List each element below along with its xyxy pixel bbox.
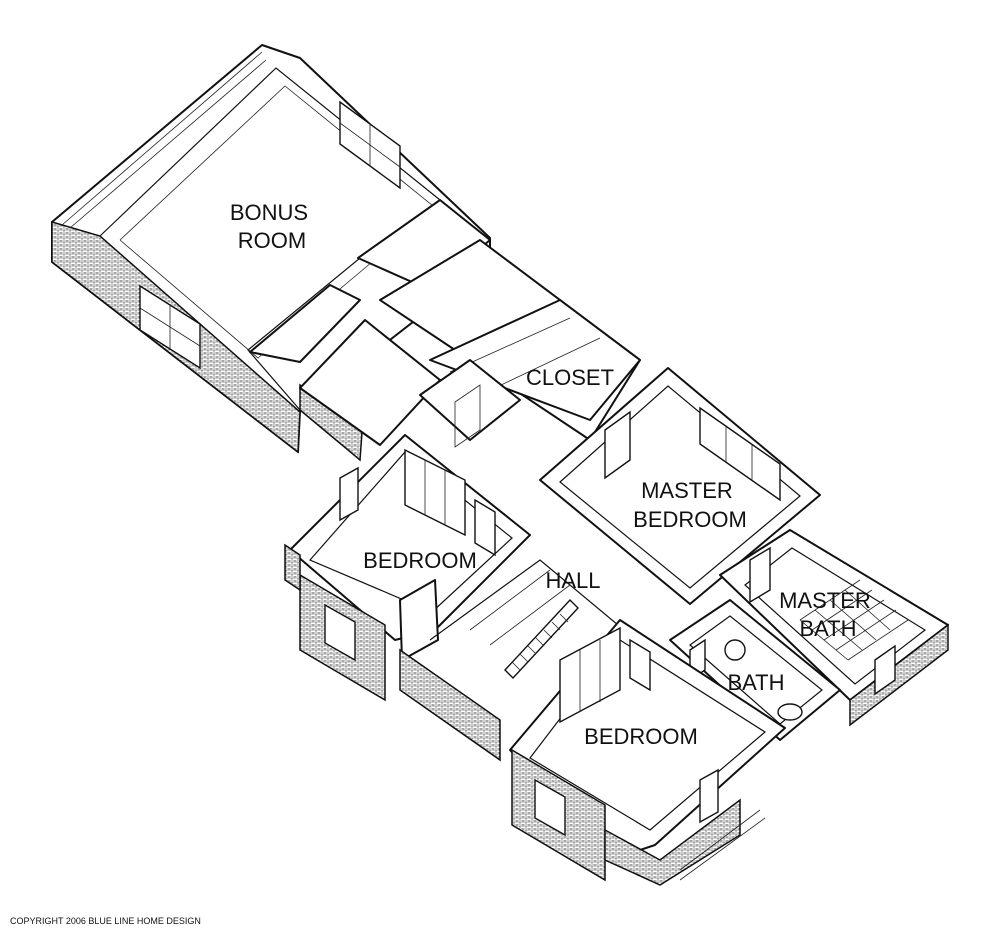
master-bedroom-structure — [539, 367, 821, 605]
bedroom-upper-structure — [284, 434, 531, 702]
master-bedroom-window — [699, 406, 781, 502]
stair-icon — [504, 598, 579, 680]
bonus-room-window-right — [339, 100, 401, 190]
master-bedroom-door — [604, 410, 631, 480]
bedroom-upper-window-front — [324, 603, 356, 662]
bedroom-lower-closet-doors — [559, 626, 651, 724]
room-label-closet: CLOSET — [526, 365, 614, 390]
room-label-bonus-room: BONUS ROOM — [230, 200, 314, 253]
closet-structure — [379, 239, 641, 448]
room-label-bedroom-upper: BEDROOM — [363, 548, 477, 573]
bonus-room-window-left — [139, 284, 201, 370]
room-label-master-bedroom: MASTER BEDROOM — [633, 478, 747, 532]
room-label-bath: BATH — [727, 670, 784, 695]
bedroom-lower-window-side — [699, 768, 719, 824]
bedroom-upper-window-side — [339, 466, 359, 522]
room-label-hall: HALL — [545, 568, 600, 593]
bath-sink-icon — [724, 639, 746, 661]
master-bath-structure — [719, 529, 949, 727]
bedroom-upper-closet-doors — [404, 448, 496, 557]
hall-structure — [399, 559, 661, 762]
bedroom-lower-window-front — [534, 778, 566, 837]
copyright-notice: COPYRIGHT 2006 BLUE LINE HOME DESIGN — [10, 916, 201, 926]
toilet-icon — [777, 703, 803, 721]
room-label-bedroom-lower: BEDROOM — [584, 724, 698, 749]
room-label-master-bath: MASTER BATH — [779, 588, 877, 641]
bedroom-lower-structure — [509, 619, 786, 886]
